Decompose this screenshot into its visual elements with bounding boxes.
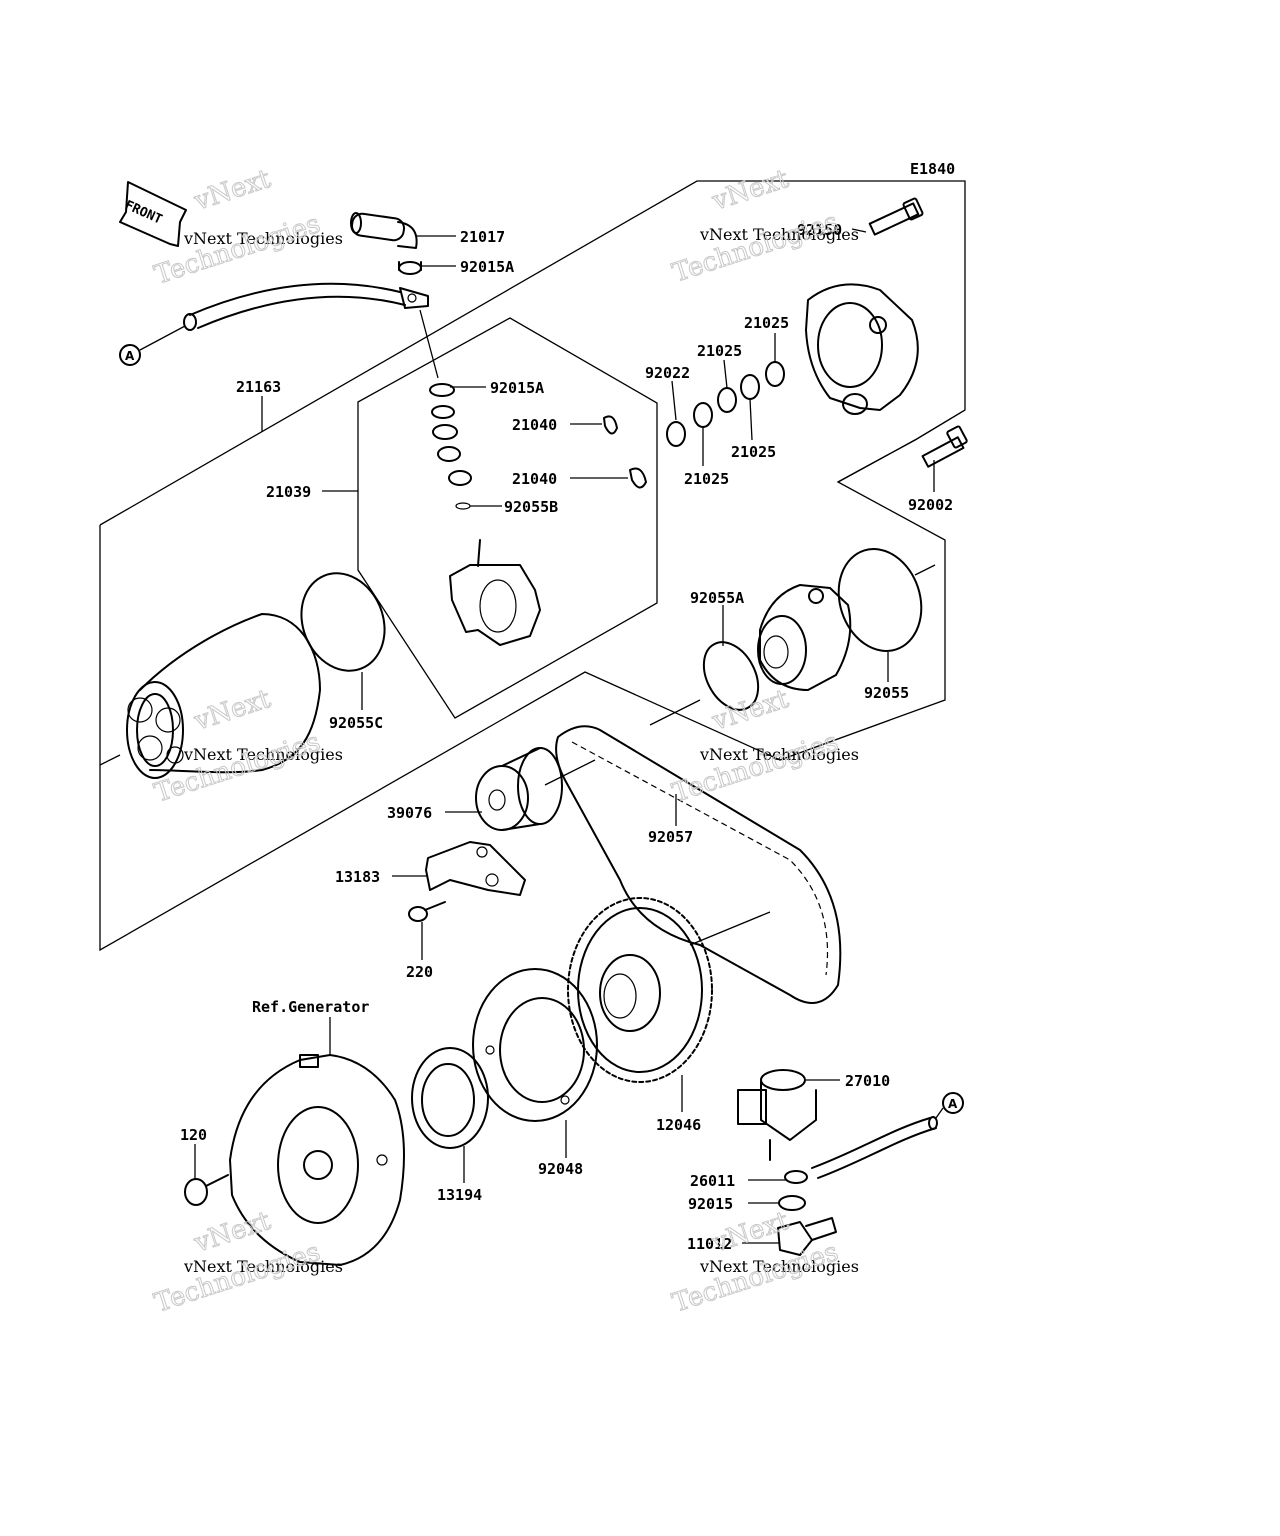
label-92022: 92022 — [645, 364, 690, 382]
generator-rotor — [229, 1054, 405, 1266]
label-39076: 39076 — [387, 804, 432, 822]
svg-text:vNext: vNext — [190, 684, 275, 737]
ref-circle-a-top: A — [119, 325, 186, 366]
watermarks: vNext vNext Technologies Technologies vN… — [150, 163, 859, 1319]
label-21040-a: 21040 — [512, 416, 557, 434]
label-ref-generator: Ref.Generator — [252, 998, 369, 1016]
label-92015a-top: 92015A — [460, 258, 514, 276]
label-92048: 92048 — [538, 1160, 583, 1178]
bolt-92002 — [921, 425, 968, 468]
svg-text:vNext Technologies: vNext Technologies — [699, 745, 859, 764]
housing-frame — [837, 409, 966, 483]
svg-text:vNext: vNext — [190, 1206, 275, 1259]
svg-text:Technologies: Technologies — [151, 209, 324, 291]
svg-text:vNext Technologies: vNext Technologies — [183, 229, 343, 248]
starter-chain — [555, 725, 842, 1004]
washer-stack — [429, 383, 472, 510]
starter-motor-yoke — [126, 613, 321, 779]
starter-assembly-frame — [99, 180, 966, 952]
label-92055: 92055 — [864, 684, 909, 702]
svg-text:vNext Technologies: vNext Technologies — [699, 1257, 859, 1276]
label-21040-b: 21040 — [512, 470, 557, 488]
starter-relay — [737, 1069, 817, 1161]
starter-idler-gear — [475, 747, 563, 831]
svg-text:Technologies: Technologies — [669, 727, 842, 809]
svg-text:Technologies: Technologies — [669, 207, 842, 289]
label-21025-b: 21025 — [744, 314, 789, 332]
label-21163: 21163 — [236, 378, 281, 396]
label-92002: 92002 — [908, 496, 953, 514]
ref-circle-a-bottom: A — [935, 1092, 964, 1119]
screw-220 — [408, 901, 446, 922]
leader-lines — [99, 228, 936, 1244]
label-21017: 21017 — [460, 228, 505, 246]
diagram-code: E1840 — [910, 160, 955, 178]
bolt-120 — [184, 1174, 229, 1206]
front-arrow-icon: FRONT — [119, 181, 187, 247]
svg-text:A: A — [125, 349, 135, 363]
label-13183: 13183 — [335, 868, 380, 886]
svg-text:vNext: vNext — [708, 684, 793, 737]
nut-top — [398, 261, 422, 275]
label-27010: 27010 — [845, 1072, 890, 1090]
label-92055c: 92055C — [329, 714, 383, 732]
front-arrow-label: FRONT — [122, 198, 164, 228]
label-21039: 21039 — [266, 483, 311, 501]
svg-text:A: A — [948, 1097, 958, 1111]
svg-text:vNext Technologies: vNext Technologies — [699, 225, 859, 244]
one-way-clutch-13194 — [411, 1047, 489, 1149]
label-120: 120 — [180, 1126, 207, 1144]
label-11012: 11012 — [687, 1235, 732, 1253]
label-21025-d: 21025 — [684, 470, 729, 488]
o-ring-92055c — [300, 572, 386, 672]
terminal-cap-11012 — [777, 1217, 837, 1256]
starter-end-cover — [805, 283, 919, 415]
label-21025-a: 21025 — [697, 342, 742, 360]
o-ring-92055 — [837, 548, 923, 652]
chain-guide-bracket — [425, 841, 526, 896]
reduction-housing — [757, 584, 852, 691]
clutch-housing-92048 — [472, 968, 598, 1122]
label-13194: 13194 — [437, 1186, 482, 1204]
label-220: 220 — [406, 963, 433, 981]
battery-cable-top — [183, 282, 429, 331]
brush-spring-b — [629, 467, 647, 489]
o-ring-92055a — [702, 641, 760, 711]
brush-holder-plate — [449, 539, 541, 646]
label-92055a: 92055A — [690, 589, 744, 607]
label-92015: 92015 — [688, 1195, 733, 1213]
label-92015a: 92015A — [490, 379, 544, 397]
svg-text:Technologies: Technologies — [151, 727, 324, 809]
label-92055b: 92055B — [504, 498, 558, 516]
svg-text:vNext: vNext — [190, 164, 275, 217]
label-21025-c: 21025 — [731, 443, 776, 461]
svg-text:vNext Technologies: vNext Technologies — [183, 1257, 343, 1276]
label-92150: 92150 — [797, 221, 842, 239]
label-92057: 92057 — [648, 828, 693, 846]
brush-holder-frame — [357, 317, 658, 719]
label-12046: 12046 — [656, 1116, 701, 1134]
svg-text:vNext Technologies: vNext Technologies — [183, 745, 343, 764]
starter-sprocket — [567, 897, 713, 1083]
bolt-92150 — [868, 197, 924, 236]
svg-text:vNext: vNext — [708, 164, 793, 217]
svg-text:Technologies: Technologies — [151, 1237, 324, 1319]
label-26011: 26011 — [690, 1172, 735, 1190]
part-labels: 21017 92015A 92015A 21163 21039 21040 21… — [180, 221, 953, 1253]
terminal-cap — [350, 212, 418, 249]
brush-spring-a — [603, 415, 618, 435]
battery-cable-bottom — [784, 1116, 938, 1184]
